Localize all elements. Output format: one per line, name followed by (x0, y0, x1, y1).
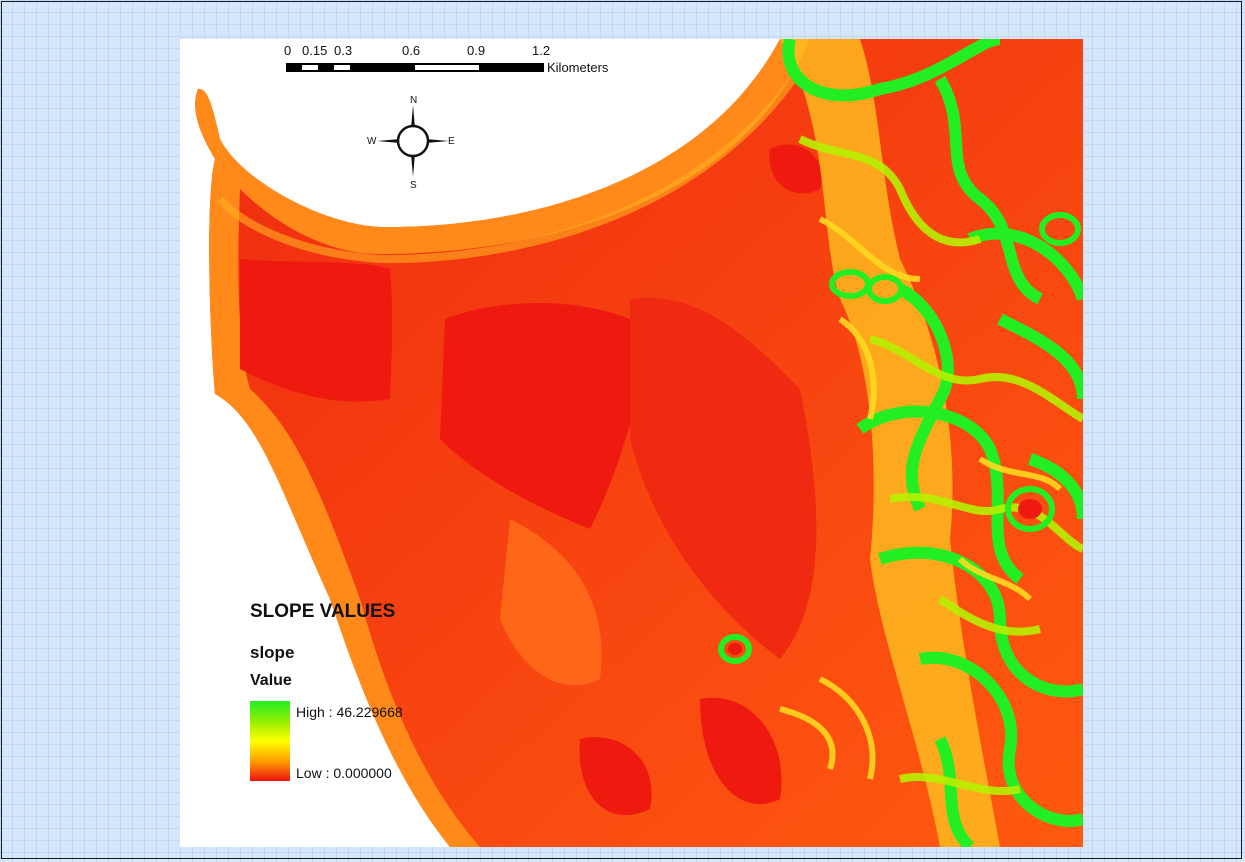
coastal-rim (195, 39, 810, 847)
map-legend: SLOPE VALUES slope Value High : 46.22966… (250, 601, 490, 801)
legend-field-name: Value (250, 672, 292, 689)
legend-layer-name: slope (250, 643, 295, 662)
east-label: E (448, 136, 455, 147)
north-arrow-icon: N S E W (367, 95, 455, 191)
north-label: N (410, 95, 417, 106)
ring-features (718, 212, 1081, 664)
scale-tick-label: 0.15 (302, 43, 327, 58)
south-label: S (410, 180, 417, 191)
basin (440, 302, 650, 529)
slope-raster (195, 39, 1083, 847)
basin (700, 697, 782, 805)
map-panel: 0 0.15 0.3 0.6 0.9 1.2 Kilometers N S E … (180, 39, 1083, 847)
legend-high-label: High : 46.229668 (296, 704, 403, 720)
scale-tick-label: 1.2 (532, 43, 550, 58)
mid-high-slope-bands (798, 135, 1083, 796)
transition-belt (780, 39, 1000, 847)
basin (240, 259, 393, 402)
coastal-inner-rim (216, 66, 804, 264)
legend-title: SLOPE VALUES (250, 601, 396, 622)
west-label: W (367, 136, 377, 147)
high-slope-bands (782, 39, 1083, 847)
legend-color-ramp (250, 701, 290, 781)
scale-tick-label: 0.3 (334, 43, 352, 58)
scale-tick-label: 0.6 (402, 43, 420, 58)
basin (579, 737, 652, 816)
basin (500, 519, 602, 686)
scale-tick-label: 0 (284, 43, 291, 58)
scale-tick-label: 0.9 (467, 43, 485, 58)
scale-unit-label: Kilometers (547, 60, 609, 75)
basin (769, 144, 822, 194)
ring-features-fill (728, 499, 1042, 655)
legend-low-label: Low : 0.000000 (296, 765, 392, 781)
mid-slope-bands (779, 216, 1063, 780)
basin (630, 297, 817, 659)
scale-bar: 0 0.15 0.3 0.6 0.9 1.2 Kilometers (284, 43, 609, 75)
